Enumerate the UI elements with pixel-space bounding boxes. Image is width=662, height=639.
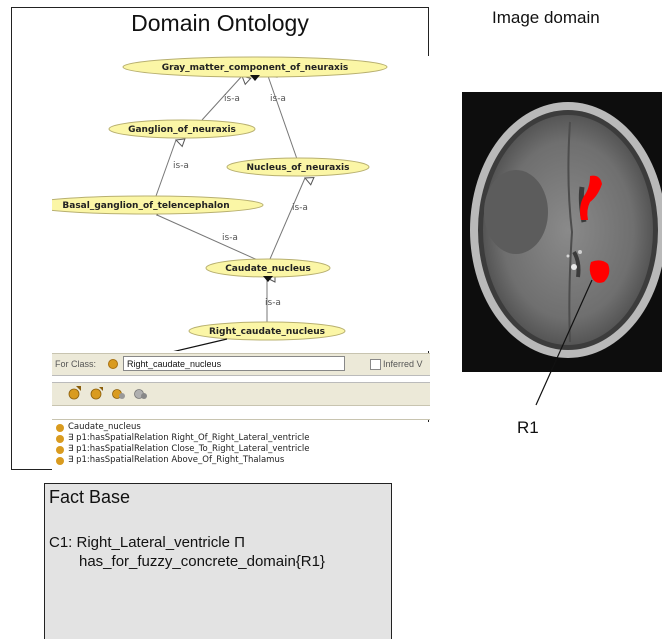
node-nucleus-label: Nucleus_of_neuraxis	[246, 163, 349, 173]
restriction-icon	[56, 446, 64, 454]
list-item[interactable]: ∃ p1:hasSpatialRelation Right_Of_Right_L…	[52, 433, 430, 444]
class-bar: For Class: Right_caudate_nucleus Inferre…	[52, 353, 430, 376]
node-nucleus[interactable]: Nucleus_of_neuraxis	[226, 157, 370, 177]
node-marker-caudate	[263, 276, 273, 282]
ontology-graph-svg: is-a is-a is-a is-a is-a is-a Gray_matte…	[52, 56, 388, 351]
restriction-toolbar	[52, 383, 430, 405]
class-field[interactable]: Right_caudate_nucleus	[123, 356, 345, 371]
edge-label-5: is-a	[292, 203, 308, 213]
inferred-label: Inferred V	[383, 359, 423, 369]
edge-label-2: is-a	[270, 94, 286, 104]
mri-image	[462, 92, 662, 372]
node-gray-matter-label: Gray_matter_component_of_neuraxis	[162, 63, 349, 73]
fact-base-panel: Fact Base C1: Right_Lateral_ventricle Π …	[44, 483, 392, 639]
node-ganglion-label: Ganglion_of_neuraxis	[128, 125, 236, 135]
class-icon	[56, 424, 64, 432]
edge-caudate-nucleus	[269, 178, 305, 260]
add-expression-icon[interactable]	[112, 386, 126, 400]
node-ganglion[interactable]: Ganglion_of_neuraxis	[108, 119, 256, 139]
image-domain-title: Image domain	[492, 8, 600, 27]
node-caudate[interactable]: Caudate_nucleus	[205, 258, 331, 278]
fact-base-line-2: has_for_fuzzy_concrete_domain{R1}	[79, 553, 325, 570]
remove-expression-icon[interactable]	[134, 386, 148, 400]
red-region-r1	[589, 260, 610, 283]
class-icon	[108, 359, 118, 369]
list-item[interactable]: ∃ p1:hasSpatialRelation Close_To_Right_L…	[52, 444, 430, 455]
edge-label-3: is-a	[173, 161, 189, 171]
node-basal-ganglion-label: Basal_ganglion_of_telencephalon	[62, 201, 229, 211]
list-item[interactable]: Caudate_nucleus	[52, 422, 430, 433]
separator-bar	[52, 375, 430, 383]
expression-area	[52, 405, 430, 420]
edge-nucleus-gray	[268, 76, 298, 160]
node-right-caudate[interactable]: Right_caudate_nucleus	[188, 321, 346, 341]
class-expression-list: Caudate_nucleus ∃ p1:hasSpatialRelation …	[52, 422, 430, 474]
node-caudate-label: Caudate_nucleus	[225, 264, 311, 274]
ontology-panel: Domain Ontology is-a is-a is-a is-a is-a…	[11, 7, 430, 474]
edge-label-4: is-a	[222, 233, 238, 243]
create-restriction-icon[interactable]	[90, 386, 104, 400]
ontology-panel-title: Domain Ontology	[131, 10, 309, 36]
list-item-label: ∃ p1:hasSpatialRelation Right_Of_Right_L…	[68, 433, 310, 443]
list-item-label: ∃ p1:hasSpatialRelation Close_To_Right_L…	[68, 444, 310, 454]
node-right-caudate-label: Right_caudate_nucleus	[209, 327, 325, 337]
list-item-label: Caudate_nucleus	[68, 422, 141, 432]
list-item[interactable]: ∃ p1:hasSpatialRelation Above_Of_Right_T…	[52, 455, 430, 466]
ontology-graph: is-a is-a is-a is-a is-a is-a Gray_matte…	[52, 56, 430, 351]
add-class-icon[interactable]	[68, 386, 82, 400]
node-basal-ganglion[interactable]: Basal_ganglion_of_telencephalon	[52, 195, 264, 215]
restriction-icon	[56, 457, 64, 465]
fact-base-line-1: C1: Right_Lateral_ventricle Π	[49, 534, 245, 551]
edge-label-6: is-a	[265, 298, 281, 308]
class-bar-label: For Class:	[55, 359, 97, 369]
pointer-line	[173, 338, 228, 351]
inferred-checkbox[interactable]	[370, 359, 381, 370]
edge-ganglion-gray	[201, 76, 242, 121]
restriction-icon	[56, 435, 64, 443]
red-region-upper	[580, 175, 602, 220]
r1-label: R1	[517, 418, 539, 437]
list-item-label: ∃ p1:hasSpatialRelation Above_Of_Right_T…	[68, 455, 285, 465]
edge-basal-ganglion	[155, 140, 176, 197]
fact-base-title: Fact Base	[49, 487, 131, 507]
edge-caudate-basal	[157, 215, 263, 263]
edge-label-1: is-a	[224, 94, 240, 104]
node-marker-gray	[250, 75, 260, 81]
